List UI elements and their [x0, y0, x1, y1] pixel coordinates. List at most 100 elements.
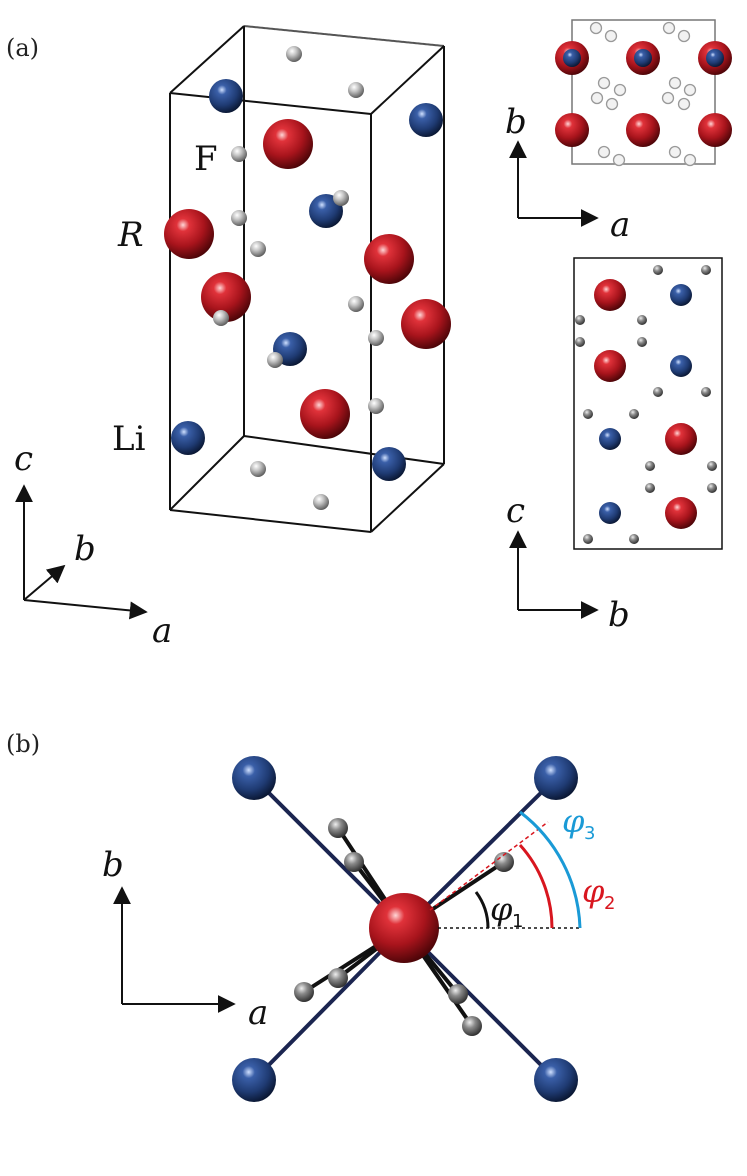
r-atom: [263, 119, 313, 169]
unit-cell-box: [169, 25, 445, 533]
f-atom: [589, 21, 603, 35]
lithium-label: Li: [112, 419, 146, 459]
side-view-bc: [573, 257, 723, 550]
phi3-symbol: φ: [562, 802, 585, 840]
phi3-subscript: 3: [584, 823, 595, 844]
f-atom: [605, 97, 619, 111]
phi1-symbol: φ: [490, 890, 513, 928]
f-atom: [637, 337, 647, 347]
fluorine-label: F: [194, 139, 218, 179]
f-atom: [707, 483, 717, 493]
li-atom: [599, 502, 621, 524]
f-atom: [575, 315, 585, 325]
f-atom: [448, 984, 468, 1004]
f-atom: [313, 494, 329, 510]
f-atom: [701, 387, 711, 397]
li-atom: [599, 428, 621, 450]
f-atom: [677, 29, 691, 43]
f-atom: [328, 968, 348, 988]
side-view-axes: [509, 530, 599, 619]
f-atom: [668, 145, 682, 159]
f-atom: [333, 190, 349, 206]
f-atom: [597, 76, 611, 90]
f-atom: [575, 337, 585, 347]
f-atom: [344, 852, 364, 872]
f-atom: [653, 387, 663, 397]
li-atom: [670, 284, 692, 306]
phi2-symbol: φ: [582, 872, 605, 910]
li-atom: [209, 79, 243, 113]
phi1-arc: [474, 891, 490, 929]
f-atom: [653, 265, 663, 275]
f-atom: [286, 46, 302, 62]
coordination-polyhedron: [232, 756, 578, 1102]
r-atom: [665, 497, 697, 529]
f-atom: [677, 97, 691, 111]
f-atom: [629, 409, 639, 419]
f-atom: [368, 398, 384, 414]
li-atom: [409, 103, 443, 137]
f-atom: [662, 21, 676, 35]
f-atom: [294, 982, 314, 1002]
f-atom: [250, 461, 266, 477]
f-atom: [645, 461, 655, 471]
phi2-subscript: 2: [604, 893, 615, 914]
f-atom: [267, 352, 283, 368]
li-atom: [534, 1058, 578, 1102]
f-atom: [661, 91, 675, 105]
panel-b-axes: [113, 886, 236, 1013]
r-atom: [164, 209, 214, 259]
f-atom: [629, 534, 639, 544]
panel-a-label: (a): [6, 34, 39, 62]
r-atom: [401, 299, 451, 349]
r-atom: [300, 389, 350, 439]
f-atom: [368, 330, 384, 346]
f-atom: [613, 83, 627, 97]
panel-b-label: (b): [6, 730, 40, 758]
li-atom: [232, 1058, 276, 1102]
f-atom: [590, 91, 604, 105]
f-atom: [637, 315, 647, 325]
panel-b-axis-b-label: b: [102, 845, 124, 885]
li-atom: [171, 421, 205, 455]
main-axis-c-label: c: [14, 439, 33, 479]
f-atom: [348, 296, 364, 312]
f-atom: [250, 241, 266, 257]
phi2-arc: [518, 843, 554, 929]
side-view-atoms: [575, 265, 717, 544]
r-atom: [555, 113, 589, 147]
main-axis-a-label: a: [152, 611, 172, 651]
f-atom: [645, 483, 655, 493]
li-atom: [563, 49, 581, 67]
r-atom: [594, 279, 626, 311]
li-atom: [670, 355, 692, 377]
f-atom: [612, 153, 626, 167]
f-atom: [707, 461, 717, 471]
f-atom: [231, 146, 247, 162]
li-atom: [232, 756, 276, 800]
rare-earth-label: R: [117, 215, 144, 255]
li-atom: [634, 49, 652, 67]
panel-b-axis-a-label: a: [248, 993, 268, 1033]
top-axis-b-label: b: [505, 102, 527, 142]
f-atom: [328, 818, 348, 838]
side-axis-b-label: b: [608, 595, 630, 635]
f-atom: [683, 83, 697, 97]
li-atom: [372, 447, 406, 481]
f-atom: [494, 852, 514, 872]
r-atom: [201, 272, 251, 322]
f-atom: [231, 210, 247, 226]
main-axis-b-label: b: [74, 529, 96, 569]
li-atom: [706, 49, 724, 67]
f-atom: [597, 145, 611, 159]
f-atom: [683, 153, 697, 167]
f-atom: [213, 310, 229, 326]
main-3d-axes: [14, 484, 148, 620]
phi2-dashed-line: [429, 821, 549, 911]
r-atom: [698, 113, 732, 147]
r-atom: [626, 113, 660, 147]
top-axis-a-label: a: [610, 205, 630, 245]
r-atom: [594, 350, 626, 382]
f-atom: [348, 82, 364, 98]
